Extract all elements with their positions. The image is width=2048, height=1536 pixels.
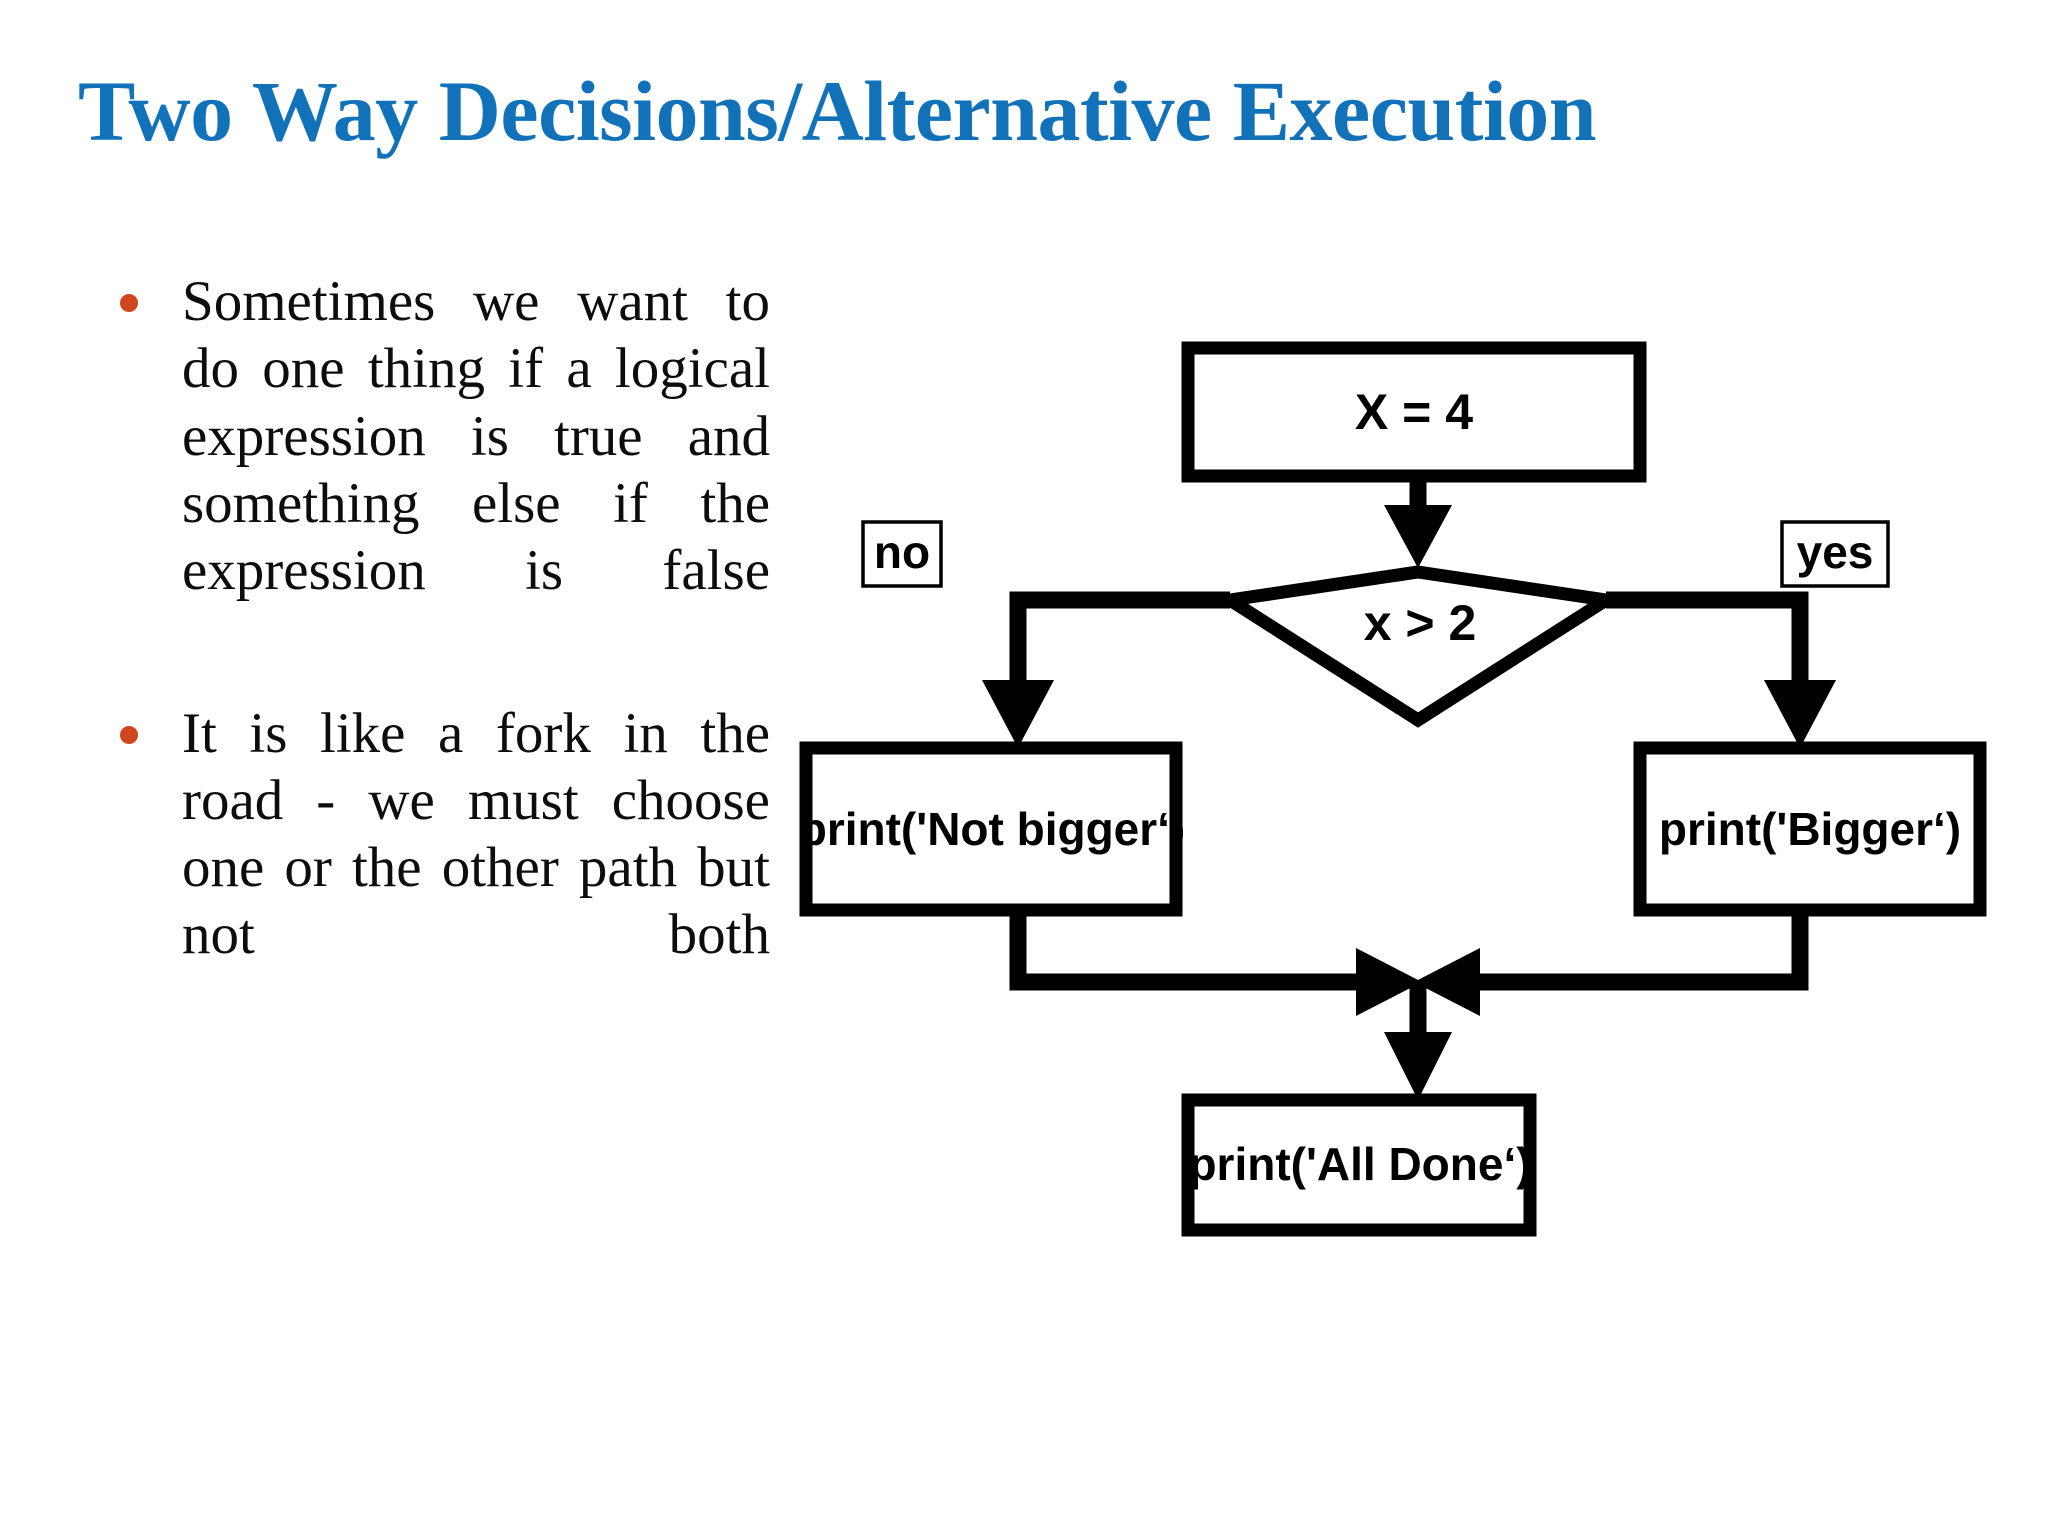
- page-title: Two Way Decisions/Alternative Execution: [78, 63, 1597, 159]
- edge-label-yes-text: yes: [1797, 526, 1874, 578]
- flow-node-decision: x > 2: [1211, 565, 1625, 728]
- flow-node-true-branch-label: print('Bigger‘): [1659, 803, 1961, 855]
- list-item: It is like a fork in the road - we must …: [120, 700, 770, 1036]
- flow-node-false-branch: print('Not bigger‘): [799, 741, 1186, 917]
- bullet-text: It is like a fork in the road - we must …: [182, 701, 770, 967]
- flow-node-true-branch: print('Bigger‘): [1633, 741, 1987, 917]
- edge-label-no: no: [861, 520, 943, 588]
- edge-false-to-merge: [1009, 910, 1422, 1016]
- edge-true-to-merge: [1414, 910, 1809, 1016]
- list-item: Sometimes we want to do one thing if a l…: [120, 268, 770, 672]
- flow-node-end: print('All Done‘): [1181, 1093, 1537, 1237]
- edge-label-no-text: no: [874, 526, 930, 578]
- bullet-text: Sometimes we want to do one thing if a l…: [182, 270, 770, 602]
- edge-decision-yes: [1606, 591, 1836, 748]
- flow-node-assign-label: X = 4: [1355, 384, 1473, 440]
- flow-node-false-branch-label: print('Not bigger‘): [799, 803, 1186, 855]
- edge-decision-no: [982, 591, 1230, 748]
- bullet-dot-icon: [120, 294, 138, 312]
- edge-label-yes: yes: [1780, 520, 1890, 588]
- bullet-dot-icon: [120, 725, 138, 744]
- bullet-list: Sometimes we want to do one thing if a l…: [120, 268, 770, 1064]
- flow-node-end-label: print('All Done‘): [1188, 1138, 1531, 1190]
- edge-merge-to-end: [1384, 982, 1452, 1100]
- flow-node-decision-label: x > 2: [1364, 595, 1477, 651]
- flowchart-diagram: X = 4 x > 2 no yes print('Not bigger‘): [760, 300, 1990, 1260]
- edge-assign-to-decision: [1384, 475, 1452, 568]
- flow-node-assign: X = 4: [1181, 341, 1647, 483]
